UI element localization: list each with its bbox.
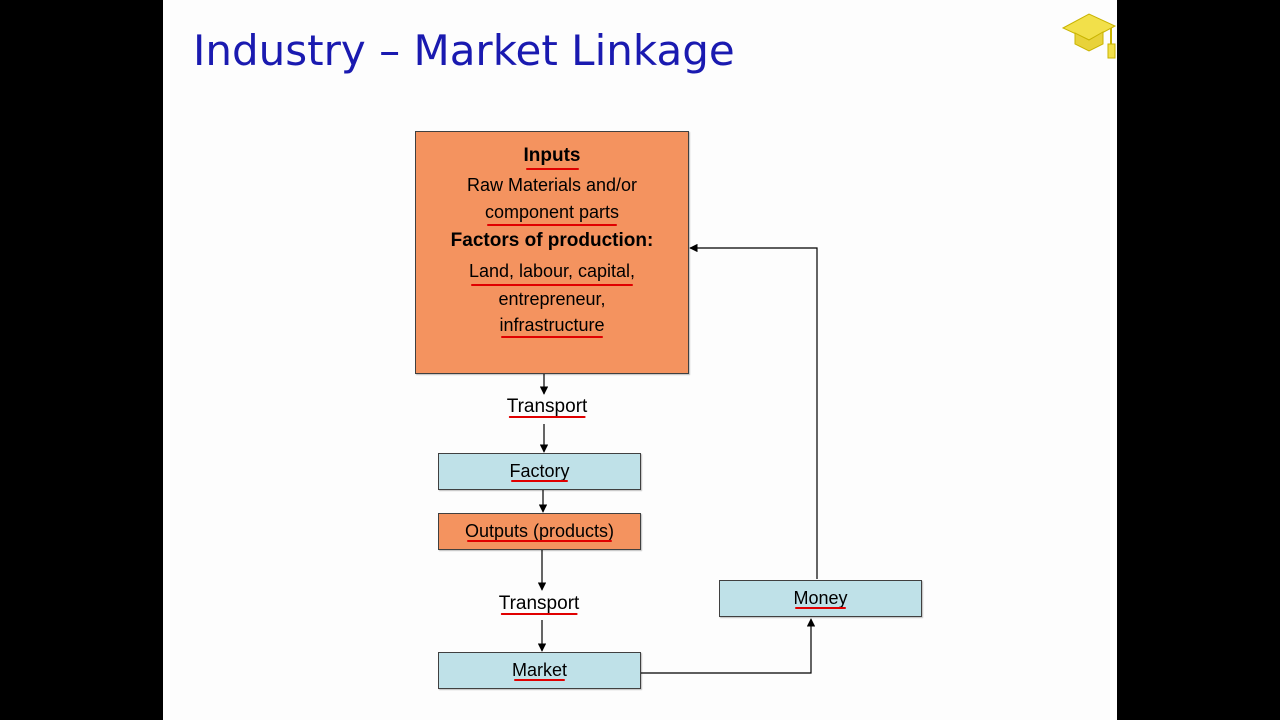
transport-label-1-text: Transport — [506, 396, 588, 418]
money-box: Money — [719, 580, 922, 617]
factory-label: Factory — [509, 461, 570, 482]
inputs-raw-materials: Raw Materials and/or — [466, 175, 638, 195]
slide-title: Industry – Market Linkage — [193, 26, 735, 75]
outputs-label: Outputs (products) — [464, 521, 615, 542]
factors-infrastructure: infrastructure — [499, 312, 605, 338]
money-label: Money — [793, 588, 848, 609]
factors-land-labour-capital: Land, labour, capital, — [469, 256, 635, 286]
factors-entrepreneur: entrepreneur, — [498, 289, 606, 309]
inputs-heading: Inputs — [524, 142, 581, 170]
transport-label-1: Transport — [506, 396, 588, 418]
market-label: Market — [511, 660, 567, 681]
connector-market-money — [641, 618, 816, 674]
transport-label-2-text: Transport — [498, 593, 580, 615]
factory-box: Factory — [438, 453, 641, 490]
outputs-box: Outputs (products) — [438, 513, 641, 550]
market-box: Market — [438, 652, 641, 689]
transport-label-2: Transport — [498, 593, 580, 615]
graduation-cap-icon — [1061, 13, 1117, 59]
factors-heading: Factors of production: — [450, 230, 654, 251]
slide: Industry – Market Linkage Inputs Raw Mat… — [163, 0, 1117, 720]
inputs-box: Inputs Raw Materials and/or component pa… — [415, 131, 689, 374]
connector-money-inputs — [689, 243, 818, 579]
inputs-component-parts: component parts — [485, 198, 619, 226]
